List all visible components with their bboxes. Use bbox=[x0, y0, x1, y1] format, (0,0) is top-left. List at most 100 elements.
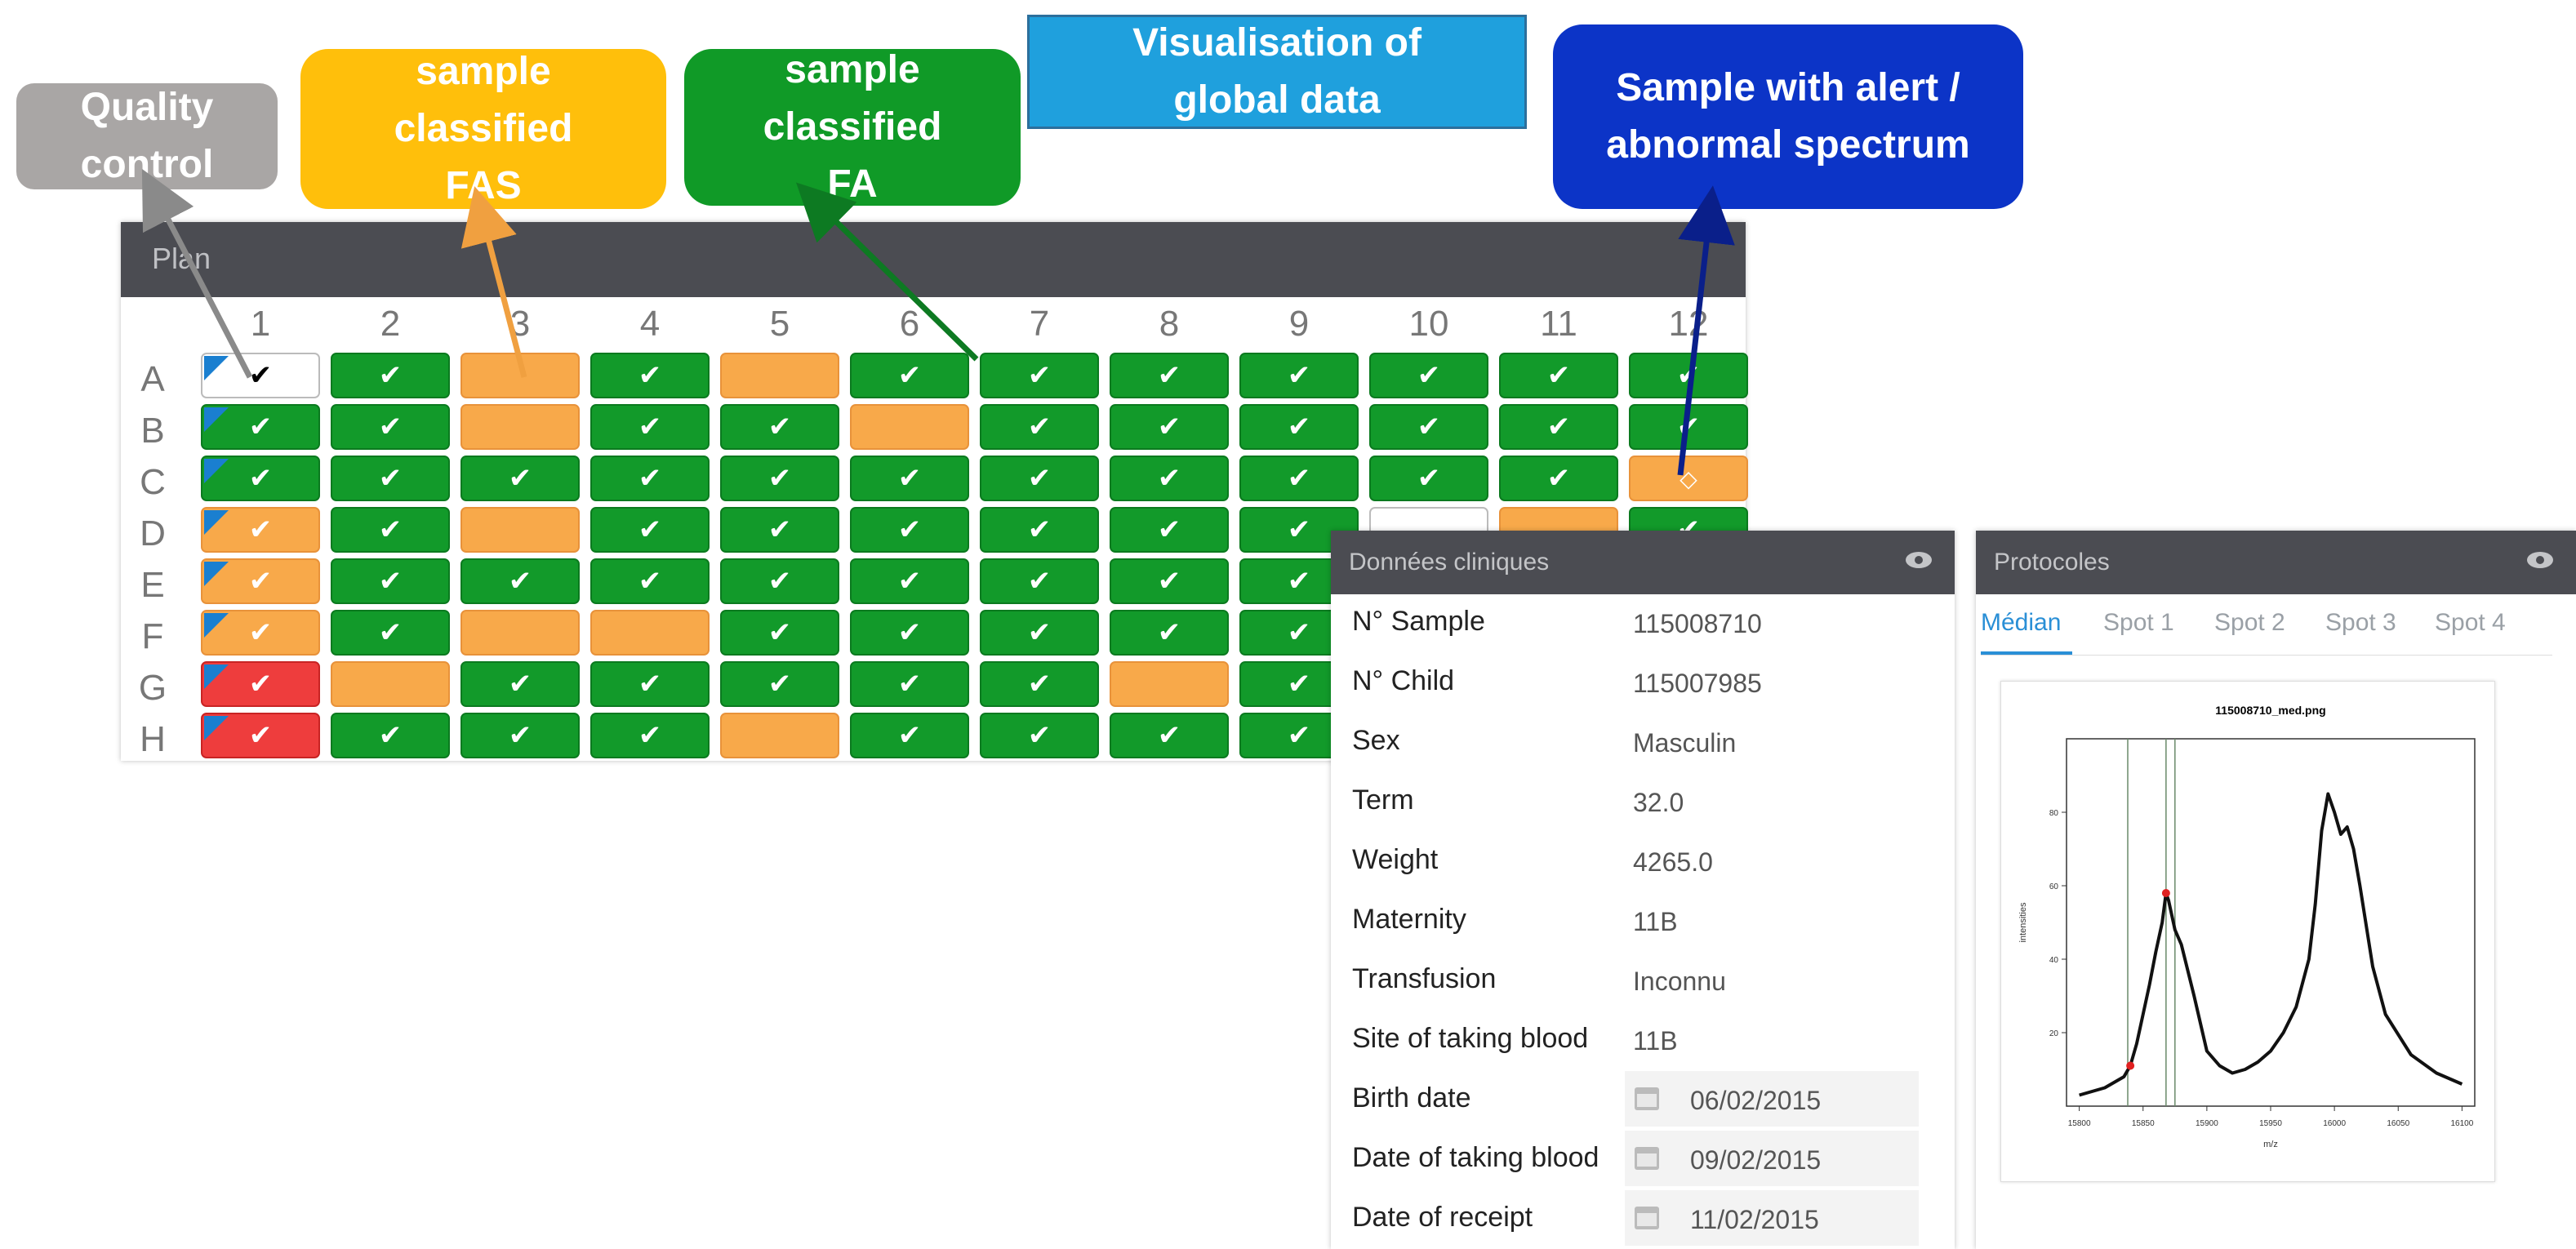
date-value: 11/02/2015 bbox=[1690, 1205, 1819, 1234]
well-cell[interactable]: ✔ bbox=[331, 404, 450, 450]
well-cell[interactable]: ✔ bbox=[331, 558, 450, 604]
well-cell[interactable] bbox=[590, 610, 710, 656]
date-input[interactable] bbox=[1625, 1190, 1919, 1246]
well-cell[interactable]: ✔ bbox=[331, 507, 450, 553]
well-cell[interactable] bbox=[331, 661, 450, 707]
well-cell[interactable]: ✔ bbox=[1499, 353, 1618, 398]
calendar-icon[interactable] bbox=[1635, 1207, 1659, 1229]
well-cell[interactable]: ✔ bbox=[980, 507, 1099, 553]
well-cell[interactable]: ✔ bbox=[331, 610, 450, 656]
well-cell[interactable]: ◇ bbox=[1629, 456, 1748, 501]
tab-spot-4[interactable]: Spot 4 bbox=[2435, 609, 2506, 636]
x-tick-label: 16000 bbox=[2323, 1119, 2346, 1128]
well-cell[interactable]: ✔ bbox=[590, 507, 710, 553]
callout-line: classified bbox=[394, 107, 573, 150]
well-cell[interactable] bbox=[850, 404, 969, 450]
well-cell[interactable]: ✔ bbox=[1110, 558, 1229, 604]
well-cell[interactable]: ✔ bbox=[980, 610, 1099, 656]
well-cell[interactable]: ✔ bbox=[850, 456, 969, 501]
well-cell[interactable] bbox=[1110, 661, 1229, 707]
well-cell[interactable]: ✔ bbox=[1110, 610, 1229, 656]
well-cell[interactable] bbox=[460, 353, 580, 398]
date-input[interactable] bbox=[1625, 1131, 1919, 1186]
well-cell[interactable]: ✔ bbox=[1369, 353, 1488, 398]
well-cell[interactable]: ✔ bbox=[201, 713, 320, 758]
well-cell[interactable]: ✔ bbox=[1110, 404, 1229, 450]
check-icon: ✔ bbox=[248, 566, 273, 597]
well-cell[interactable]: ✔ bbox=[980, 713, 1099, 758]
well-cell[interactable]: ✔ bbox=[201, 661, 320, 707]
well-cell[interactable]: ✔ bbox=[1239, 404, 1359, 450]
tab-spot-3[interactable]: Spot 3 bbox=[2325, 609, 2396, 636]
well-cell[interactable]: ✔ bbox=[331, 353, 450, 398]
tab-spot-2[interactable]: Spot 2 bbox=[2214, 609, 2285, 636]
well-cell[interactable]: ✔ bbox=[1110, 353, 1229, 398]
well-cell[interactable]: ✔ bbox=[590, 404, 710, 450]
date-input[interactable] bbox=[1625, 1071, 1919, 1127]
well-cell[interactable]: ✔ bbox=[201, 353, 320, 398]
well-cell[interactable] bbox=[720, 353, 839, 398]
well-cell[interactable]: ✔ bbox=[1369, 456, 1488, 501]
well-cell[interactable]: ✔ bbox=[460, 713, 580, 758]
well-cell[interactable]: ✔ bbox=[590, 353, 710, 398]
well-cell[interactable]: ✔ bbox=[1369, 404, 1488, 450]
well-cell[interactable]: ✔ bbox=[460, 661, 580, 707]
well-cell[interactable]: ✔ bbox=[201, 558, 320, 604]
well-cell[interactable]: ✔ bbox=[720, 404, 839, 450]
well-cell[interactable]: ✔ bbox=[980, 558, 1099, 604]
well-cell[interactable]: ✔ bbox=[201, 404, 320, 450]
well-cell[interactable]: ✔ bbox=[980, 661, 1099, 707]
well-cell[interactable]: ✔ bbox=[1239, 507, 1359, 553]
well-cell[interactable]: ✔ bbox=[1499, 456, 1618, 501]
x-tick-label: 16100 bbox=[2450, 1119, 2473, 1128]
well-cell[interactable]: ✔ bbox=[850, 661, 969, 707]
well-cell[interactable]: ✔ bbox=[201, 507, 320, 553]
tab-spot-1[interactable]: Spot 1 bbox=[2103, 609, 2174, 636]
well-cell[interactable]: ✔ bbox=[1239, 456, 1359, 501]
well-cell[interactable]: ✔ bbox=[460, 558, 580, 604]
check-icon: ✔ bbox=[248, 463, 273, 494]
well-cell[interactable]: ✔ bbox=[1629, 404, 1748, 450]
eye-icon[interactable] bbox=[2527, 552, 2553, 568]
well-cell[interactable]: ✔ bbox=[460, 456, 580, 501]
calendar-icon[interactable] bbox=[1635, 1087, 1659, 1110]
well-cell[interactable]: ✔ bbox=[590, 713, 710, 758]
well-cell[interactable]: ✔ bbox=[1110, 713, 1229, 758]
well-cell[interactable]: ✔ bbox=[850, 353, 969, 398]
well-cell[interactable]: ✔ bbox=[850, 610, 969, 656]
clinical-panel-title: Données cliniques bbox=[1349, 549, 1550, 576]
well-cell[interactable]: ✔ bbox=[1629, 353, 1748, 398]
well-cell[interactable]: ✔ bbox=[1499, 404, 1618, 450]
well-cell[interactable]: ✔ bbox=[1110, 507, 1229, 553]
well-cell[interactable] bbox=[460, 404, 580, 450]
well-cell[interactable]: ✔ bbox=[331, 713, 450, 758]
tab-median[interactable]: Médian bbox=[1981, 609, 2062, 636]
well-cell[interactable]: ✔ bbox=[201, 610, 320, 656]
well-cell[interactable]: ✔ bbox=[980, 404, 1099, 450]
check-icon: ✔ bbox=[638, 566, 662, 597]
well-cell[interactable]: ✔ bbox=[720, 507, 839, 553]
well-cell[interactable]: ✔ bbox=[590, 558, 710, 604]
well-cell[interactable]: ✔ bbox=[720, 661, 839, 707]
calendar-icon[interactable] bbox=[1635, 1147, 1659, 1170]
well-cell[interactable]: ✔ bbox=[1239, 353, 1359, 398]
well-cell[interactable]: ✔ bbox=[590, 661, 710, 707]
check-icon: ✔ bbox=[638, 514, 662, 545]
well-cell[interactable]: ✔ bbox=[201, 456, 320, 501]
well-cell[interactable]: ✔ bbox=[850, 713, 969, 758]
well-cell[interactable]: ✔ bbox=[720, 456, 839, 501]
well-cell[interactable]: ✔ bbox=[720, 610, 839, 656]
well-cell[interactable]: ✔ bbox=[331, 456, 450, 501]
well-cell[interactable]: ✔ bbox=[590, 456, 710, 501]
well-cell[interactable] bbox=[460, 507, 580, 553]
check-icon: ✔ bbox=[897, 463, 922, 494]
well-cell[interactable] bbox=[720, 713, 839, 758]
well-cell[interactable]: ✔ bbox=[850, 507, 969, 553]
well-cell[interactable]: ✔ bbox=[980, 456, 1099, 501]
well-cell[interactable]: ✔ bbox=[850, 558, 969, 604]
eye-icon[interactable] bbox=[1906, 552, 1932, 568]
well-cell[interactable]: ✔ bbox=[980, 353, 1099, 398]
well-cell[interactable]: ✔ bbox=[720, 558, 839, 604]
well-cell[interactable] bbox=[460, 610, 580, 656]
well-cell[interactable]: ✔ bbox=[1110, 456, 1229, 501]
